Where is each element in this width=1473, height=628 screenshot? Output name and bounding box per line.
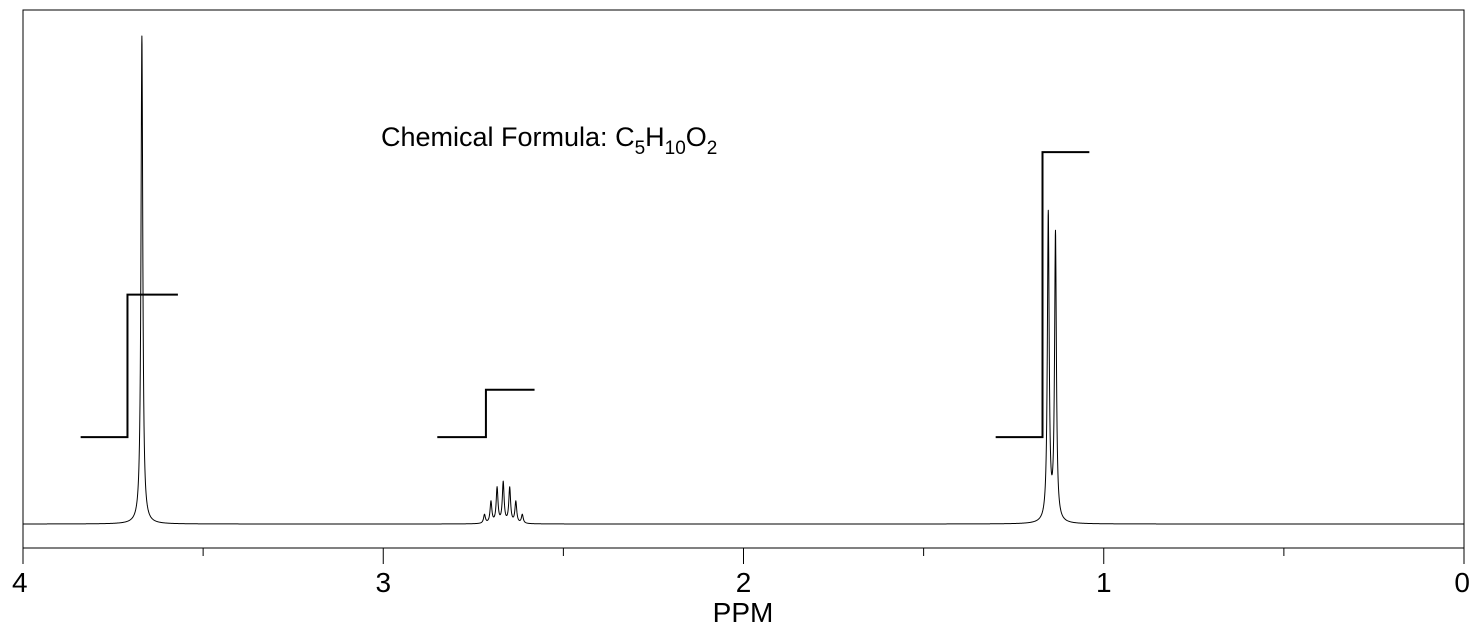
tick-label: 1 [1096, 567, 1112, 598]
tick-label: 3 [375, 567, 391, 598]
formula-subscript: 5 [635, 138, 646, 159]
tick-label: 4 [12, 567, 28, 598]
x-axis-ticks: 4 3 2 1 0 [12, 548, 1470, 598]
integral-curves [80, 151, 1090, 439]
x-axis-label: PPM [713, 597, 774, 628]
formula-prefix: Chemical Formula: [381, 122, 615, 152]
formula-element: O [686, 122, 707, 152]
spectrum-line [22, 35, 1465, 525]
integral-step-2 [437, 388, 535, 439]
plot-frame [22, 9, 1465, 549]
formula-subscript: 10 [665, 138, 686, 159]
formula-element: C [615, 122, 635, 152]
integral-step-3 [995, 151, 1090, 439]
formula-element: H [645, 122, 665, 152]
formula-subscript: 2 [707, 138, 718, 159]
tick-label: 2 [736, 567, 752, 598]
chemical-formula-annotation: Chemical Formula: C5H10O2 [381, 122, 717, 159]
spectrum-group [22, 35, 1465, 525]
tick-label: 0 [1454, 567, 1470, 598]
integral-step-1 [80, 293, 178, 439]
